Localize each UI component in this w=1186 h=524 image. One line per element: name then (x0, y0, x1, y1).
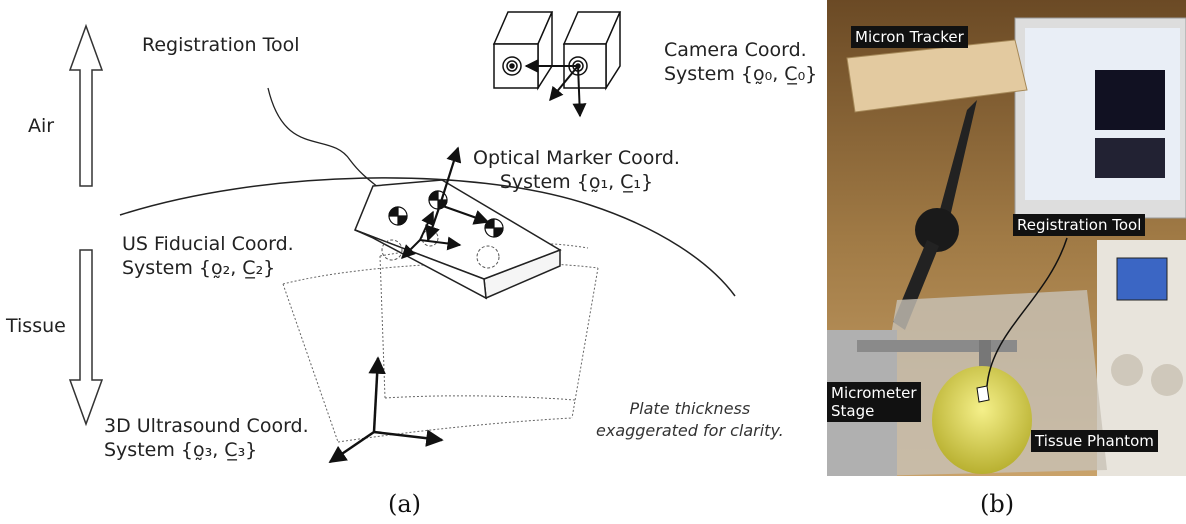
us-fiducial-right (476, 245, 500, 269)
optical-markers (388, 190, 504, 238)
camera-coord-label: Camera Coord. System {o̰₀, C̲₀} (664, 39, 818, 85)
3d-ultrasound-coord-label: 3D Ultrasound Coord. System {o̰₃, C̲₃} (104, 415, 309, 461)
tissue-arrow (68, 249, 104, 427)
registration-tool-label: Registration Tool (142, 34, 300, 56)
camera-axes (524, 59, 587, 118)
optical-marker-coord-label: Optical Marker Coord. System {o̰₁, C̲₁} (473, 147, 680, 193)
air-arrow (68, 23, 104, 187)
micrometer-stage-tag: Micrometer Stage (827, 382, 921, 422)
us-fiducial-axes (401, 210, 462, 259)
registration-tool-tag: Registration Tool (1013, 214, 1146, 236)
tissue-phantom-tag: Tissue Phantom (1031, 430, 1158, 452)
registration-plate (354, 179, 562, 300)
camera (492, 11, 622, 91)
tissue-surface-curve (119, 177, 736, 297)
caption-a: (a) (388, 490, 422, 518)
ultrasound-axes (328, 356, 444, 464)
registration-tool-leader (267, 87, 391, 199)
coordinate-system-diagram (68, 11, 736, 464)
us-fiducial-coord-label: US Fiducial Coord. System {o̰₂, C̲₂} (122, 233, 294, 279)
air-label: Air (28, 115, 55, 137)
tissue-label: Tissue (6, 315, 66, 337)
lab-setup-photo: Micron Tracker Registration Tool Microme… (827, 0, 1186, 476)
plate-thickness-note: Plate thickness exaggerated for clarity. (596, 399, 784, 440)
caption-b: (b) (980, 490, 1015, 518)
micron-tracker-tag: Micron Tracker (851, 26, 968, 48)
